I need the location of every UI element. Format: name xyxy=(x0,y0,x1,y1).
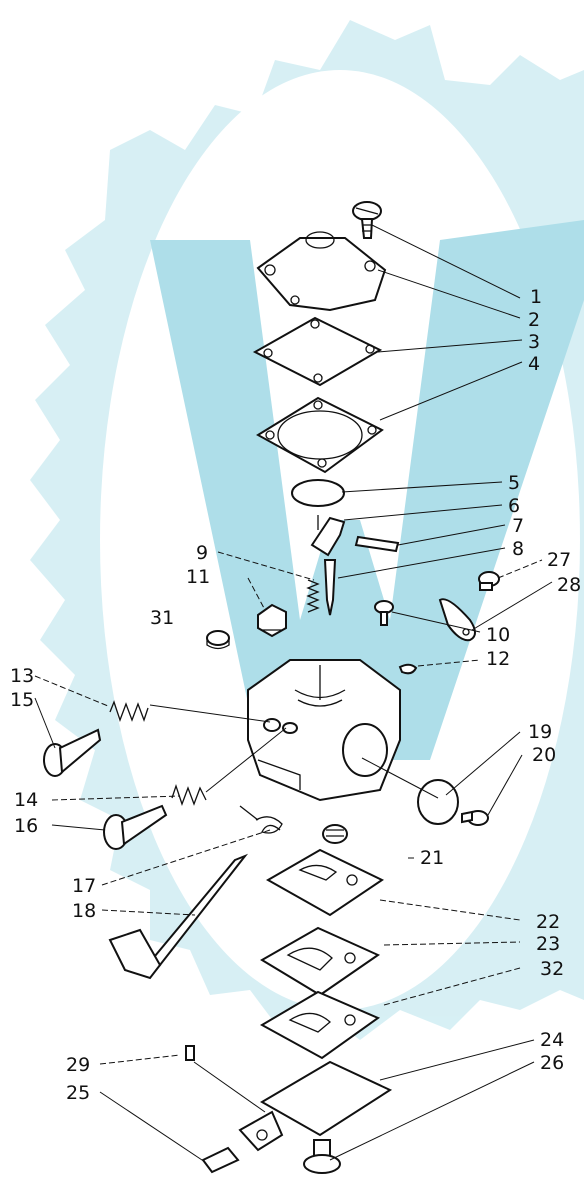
part-19-disc xyxy=(417,779,459,825)
label-13: 13 xyxy=(10,665,34,687)
label-1: 1 xyxy=(530,286,542,308)
label-10: 10 xyxy=(486,624,510,646)
label-21: 21 xyxy=(420,847,444,869)
part-13-spring xyxy=(109,700,149,722)
part-11-plug xyxy=(257,603,287,638)
part-12-clip xyxy=(398,663,418,675)
label-31: 31 xyxy=(150,607,174,629)
label-5: 5 xyxy=(508,472,520,494)
part-26-bolt xyxy=(303,1139,341,1174)
label-14: 14 xyxy=(14,789,38,811)
label-27: 27 xyxy=(547,549,571,571)
label-7: 7 xyxy=(512,515,524,537)
label-32: 32 xyxy=(540,958,564,980)
part-10-screw xyxy=(374,600,394,626)
label-29: 29 xyxy=(66,1054,90,1076)
part-31-cap xyxy=(206,630,230,650)
part-8-needle xyxy=(323,559,337,616)
part-7-pin xyxy=(354,535,400,553)
part-5-disc xyxy=(291,479,345,507)
part-16-screw xyxy=(103,804,168,850)
label-11: 11 xyxy=(186,566,210,588)
part-25-fitting xyxy=(201,1146,240,1174)
label-23: 23 xyxy=(536,933,560,955)
part-21-screen xyxy=(322,824,348,844)
part-28-plate xyxy=(438,598,476,642)
part-20-screw xyxy=(461,810,489,826)
label-17: 17 xyxy=(72,875,96,897)
part-17-spring xyxy=(239,805,283,834)
part-1-screw xyxy=(352,201,382,239)
part-27-screw xyxy=(478,571,500,591)
label-18: 18 xyxy=(72,900,96,922)
part-22-plate xyxy=(265,848,385,917)
part-24-cover xyxy=(238,1060,393,1152)
part-3-diaphragm xyxy=(252,316,383,387)
label-20: 20 xyxy=(532,744,556,766)
part-2-cover xyxy=(256,231,387,312)
label-9: 9 xyxy=(196,542,208,564)
label-16: 16 xyxy=(14,815,38,837)
label-25: 25 xyxy=(66,1082,90,1104)
part-32-diaphragm xyxy=(259,990,381,1060)
label-6: 6 xyxy=(508,495,520,517)
part-6-lever xyxy=(310,515,346,557)
label-12: 12 xyxy=(486,648,510,670)
label-8: 8 xyxy=(512,538,524,560)
leader-lines xyxy=(34,224,553,1163)
label-15: 15 xyxy=(10,689,34,711)
label-4: 4 xyxy=(528,353,540,375)
part-14-spring xyxy=(171,783,207,806)
carburetor-body xyxy=(247,659,401,802)
callout-labels: 1 2 3 4 5 6 7 8 9 11 27 28 31 10 12 13 1… xyxy=(10,286,581,1104)
label-3: 3 xyxy=(528,331,540,353)
part-18-shaft xyxy=(108,853,249,980)
part-9-spring xyxy=(306,579,320,613)
label-24: 24 xyxy=(540,1029,564,1051)
part-15-screw xyxy=(43,728,102,777)
label-28: 28 xyxy=(557,574,581,596)
label-19: 19 xyxy=(528,721,552,743)
part-23-gasket xyxy=(260,926,381,997)
part-29-pin xyxy=(185,1045,195,1061)
label-26: 26 xyxy=(540,1052,564,1074)
label-22: 22 xyxy=(536,911,560,933)
label-2: 2 xyxy=(528,309,540,331)
part-4-gasket xyxy=(256,396,384,474)
